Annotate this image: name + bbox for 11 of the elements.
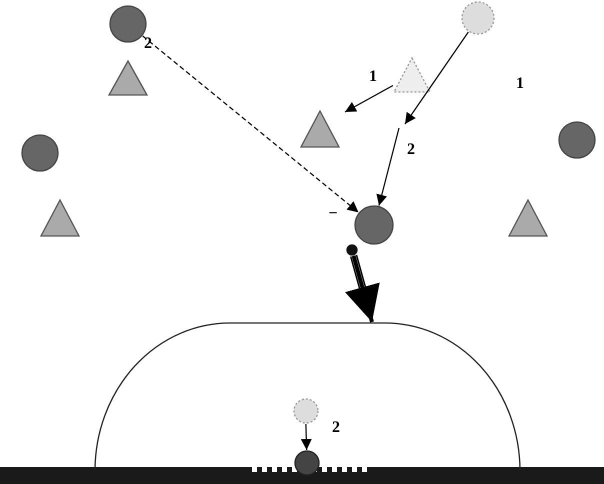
step-number: 2 <box>407 142 415 158</box>
run-arrow <box>344 84 394 113</box>
step-number: 2 <box>332 420 340 436</box>
step-number: − <box>328 206 338 222</box>
shot-arrow <box>345 254 380 323</box>
run-arrow <box>300 424 312 450</box>
step-number: 1 <box>516 76 524 92</box>
pass-arrow <box>142 36 359 213</box>
run-arrow <box>376 128 400 206</box>
run-arrow <box>404 32 469 124</box>
step-number: 1 <box>369 69 377 85</box>
